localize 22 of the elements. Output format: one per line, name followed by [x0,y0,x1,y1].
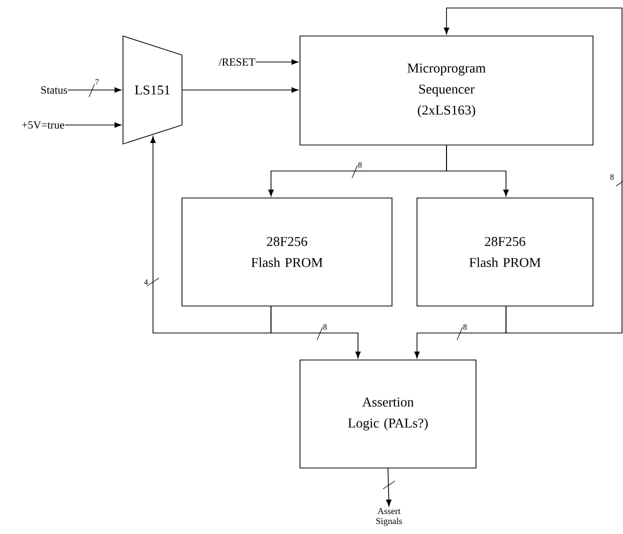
bus-width-label: 4 [144,278,148,286]
connector-line [255,59,298,65]
bus-width-label: 8 [322,324,328,330]
bus-width-label: 8 [462,324,468,330]
connector-line [64,122,122,128]
signal-label: +5V=true [22,121,64,129]
connector-line [182,87,298,93]
memory-box: 28F256 Flash PROM [182,198,392,306]
sequencer-box: Microprogram Sequencer (2xLS163) [300,36,594,146]
connector-line [150,136,272,334]
connector-line [386,468,392,506]
signal-label: Status [41,86,68,94]
bus-width-label: 8 [610,174,614,180]
connector-line [444,8,622,334]
output-label: Assert Signals [376,508,402,526]
signal-label: /RESET [218,58,256,66]
bus-width-label: 8 [358,162,362,168]
connector-line [446,145,509,196]
bus-width-label: 7 [94,78,100,86]
logic-box: Assertion Logic (PALs?) [300,360,476,468]
memory-box: 28F256 Flash PROM [416,198,594,306]
connector-line [67,87,122,93]
